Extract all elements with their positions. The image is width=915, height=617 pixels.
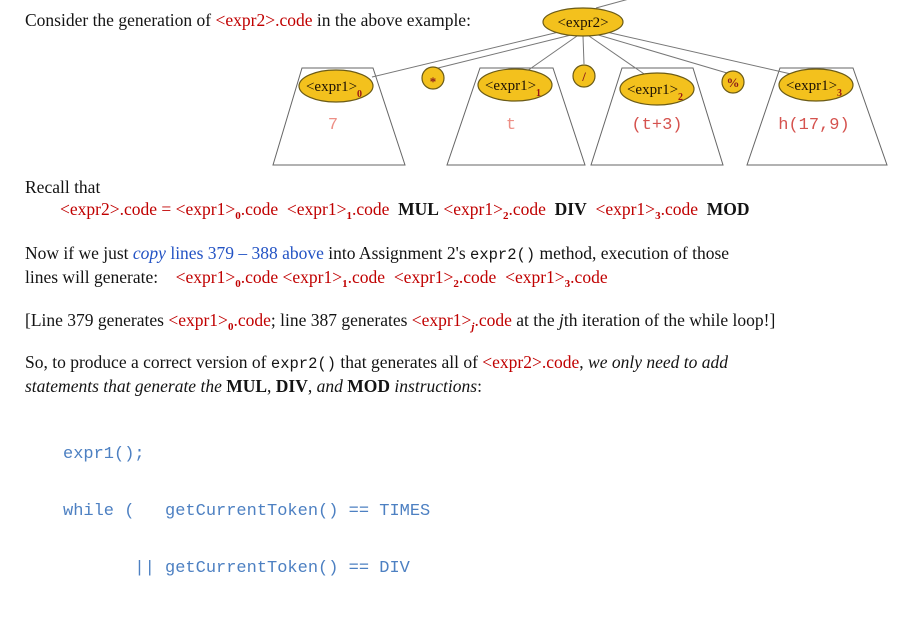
leaf-text-0: 7 <box>328 116 338 135</box>
code-line: while ( getCurrentToken() == TIMES <box>63 502 431 521</box>
operator-mod-label: % <box>727 75 740 90</box>
tree-node-expr1-3 <box>778 68 854 102</box>
tree-node-expr1-1 <box>477 68 553 102</box>
code-line: || getCurrentToken() == DIV <box>63 559 410 578</box>
tree-edge <box>594 33 728 74</box>
copy-paragraph-line1: Now if we just copy lines 379 – 388 abov… <box>25 243 730 264</box>
tree-node-label-2: <expr1>2 <box>627 82 683 103</box>
copy-paragraph: Now if we just copy lines 379 – 388 abov… <box>25 242 907 295</box>
conclusion-line1: So, to produce a correct version of expr… <box>25 352 728 373</box>
recall-heading: Recall that <box>25 177 101 197</box>
tree-node-label-0: <expr1>0 <box>306 79 362 100</box>
operator-node-div <box>572 64 596 88</box>
tree-edge <box>371 30 564 78</box>
copy-paragraph-line2: lines will generate: <expr1>0.code <expr… <box>25 267 608 290</box>
tree-edge-parent <box>595 0 628 9</box>
tree-node-label-3: <expr1>3 <box>786 78 842 99</box>
conclusion-line2: statements that generate the MUL, DIV, a… <box>25 376 482 396</box>
recall-equation: <expr2>.code = <expr1>0.code <expr1>1.co… <box>60 199 750 222</box>
leaf-text-1: t <box>506 116 516 135</box>
tree-edge <box>526 35 578 72</box>
tree-edge <box>582 35 585 65</box>
operator-node-mod <box>721 70 745 94</box>
operator-div-label: / <box>581 69 586 84</box>
leaf-text-3: h(17,9) <box>778 116 849 135</box>
tree-node-label-1: <expr1>1 <box>485 78 541 99</box>
leaf-text-2: (t+3) <box>631 116 682 135</box>
tree-node-expr1-0 <box>298 69 374 103</box>
conclusion-paragraph: So, to produce a correct version of expr… <box>25 351 907 397</box>
operator-times-label: * <box>430 74 437 89</box>
code-block: expr1(); while ( getCurrentToken() == TI… <box>63 407 907 617</box>
operator-node-times <box>421 66 445 90</box>
line-note: [Line 379 generates <expr1>0.code; line … <box>25 310 776 333</box>
parse-tree: <expr2> * / % <expr1>0 <expr1>1 <expr1>2… <box>272 0 888 166</box>
tree-node-expr1-2 <box>619 72 695 106</box>
tree-edge <box>601 30 792 75</box>
tree-root-label: <expr2> <box>557 15 608 31</box>
code-line: expr1(); <box>63 445 145 464</box>
tree-edge <box>437 34 572 69</box>
tree-root-node <box>542 7 624 37</box>
intro-line: Consider the generation of <expr2>.code … <box>25 10 471 30</box>
tree-edge <box>588 35 651 79</box>
